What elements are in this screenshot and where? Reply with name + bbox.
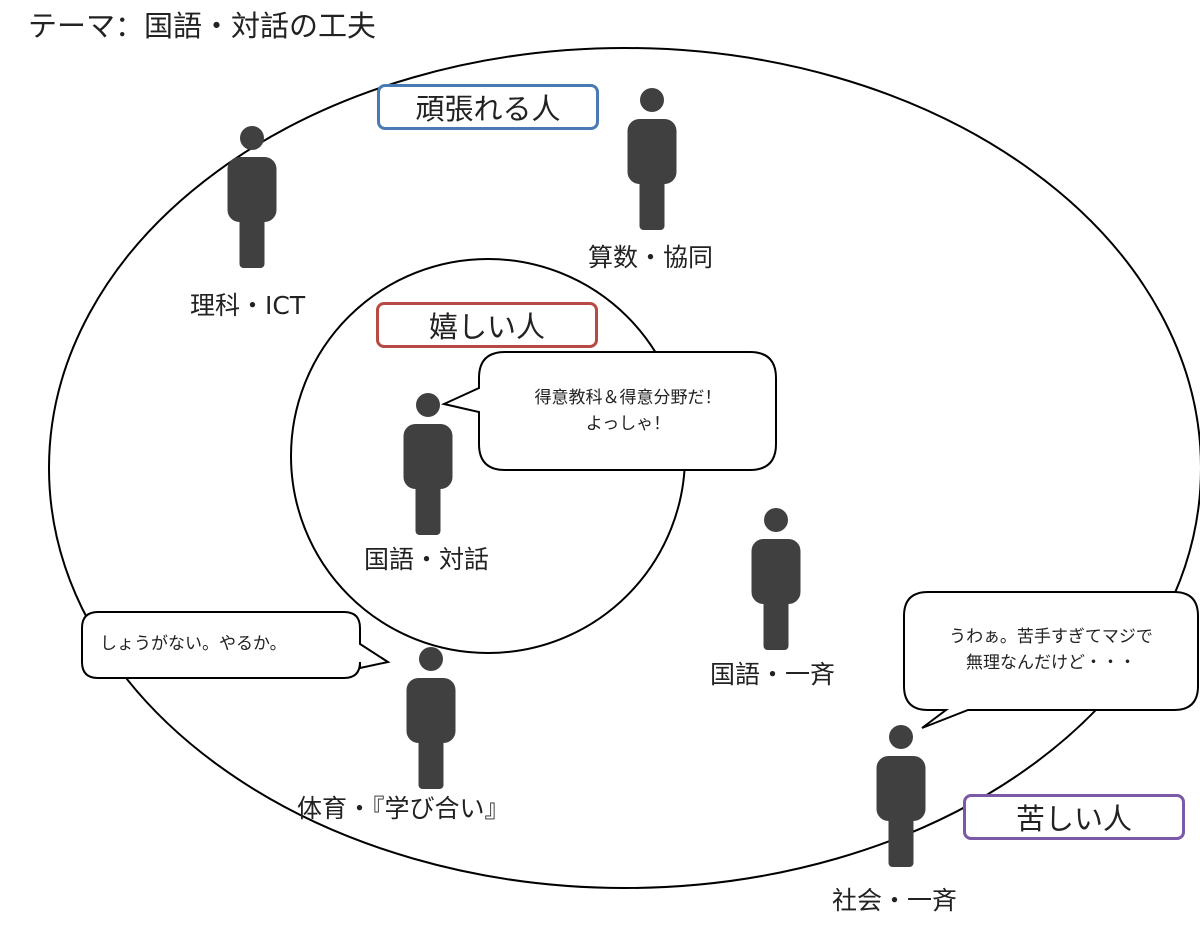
bubble-text-pe: しょうがない。やるか。: [100, 631, 287, 657]
person-icon-pe: [406, 647, 456, 789]
bubble-text-pe-line1: しょうがない。やるか。: [100, 634, 287, 654]
group-label-happy: 嬉しい人: [376, 302, 598, 348]
person-icon-social: [876, 725, 926, 867]
diagram-title: テーマ：国語・対話の工夫: [28, 9, 377, 43]
speech-bubble-pe: [81, 611, 391, 679]
speech-bubble-struggling: [903, 591, 1199, 729]
bubble-text-happy-line1: 得意教科＆得意分野だ！: [534, 388, 722, 408]
bubble-text-struggling-line1: うわぁ。苦手すぎてマジで: [949, 627, 1153, 647]
person-icon-science: [227, 126, 277, 268]
person-label-science: 理科・ICT: [190, 291, 306, 320]
person-label-pe: 体育・『学び合い』: [297, 794, 510, 823]
bubble-text-happy-line2: よっしゃ！: [585, 414, 671, 434]
person-label-japanese-dialogue: 国語・対話: [364, 545, 490, 574]
speech-bubble-happy: [440, 351, 777, 471]
person-label-social: 社会・一斉: [832, 886, 958, 915]
person-label-math: 算数・協同: [588, 243, 714, 272]
person-icon-math: [627, 88, 677, 230]
group-label-hard-working: 頑張れる人: [377, 84, 599, 130]
person-icon-japanese-uniform: [751, 508, 801, 650]
bubble-text-struggling-line2: 無理なんだけど・・・: [966, 653, 1136, 673]
person-label-japanese-uniform: 国語・一斉: [710, 660, 836, 689]
outer-circle: [48, 47, 1200, 889]
bubble-text-struggling: うわぁ。苦手すぎてマジで 無理なんだけど・・・: [906, 624, 1196, 676]
bubble-text-happy: 得意教科＆得意分野だ！ よっしゃ！: [483, 385, 773, 437]
group-label-struggling: 苦しい人: [963, 794, 1185, 840]
